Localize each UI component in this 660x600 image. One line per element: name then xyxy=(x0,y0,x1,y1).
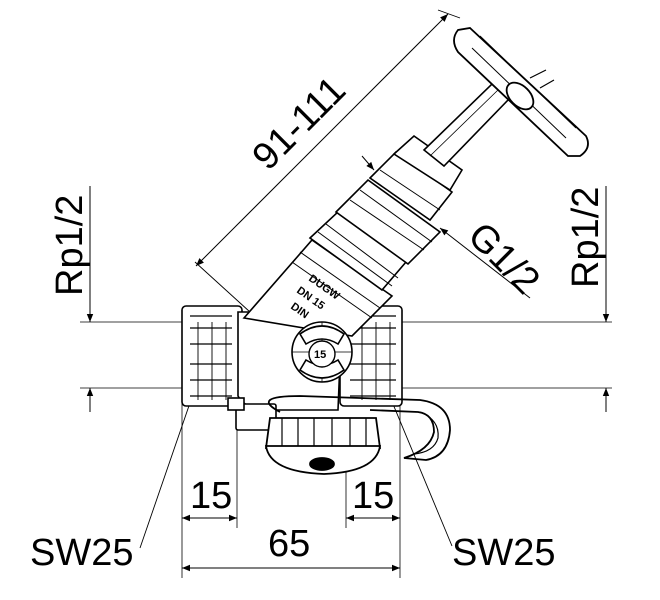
pipe-extension-lines xyxy=(80,321,612,389)
left-thread-label: Rp1/2 xyxy=(49,195,91,296)
right-depth-label: 15 xyxy=(352,475,394,517)
bottom-dimensions: 15 15 65 xyxy=(181,400,401,578)
right-thread-dimension: Rp1/2 xyxy=(565,186,610,412)
right-thread-label: Rp1/2 xyxy=(565,187,607,288)
drain-cap xyxy=(264,395,451,475)
wrench-size-labels: SW25 SW25 xyxy=(30,367,555,574)
handwheel xyxy=(453,27,589,157)
drain-knob xyxy=(291,321,353,383)
left-thread-dimension: Rp1/2 xyxy=(49,186,94,412)
valve-neck xyxy=(242,134,464,337)
left-wrench-label: SW25 xyxy=(30,532,133,574)
overall-length-label: 65 xyxy=(268,523,310,565)
cap-number-marking: 15 xyxy=(314,349,326,361)
left-depth-label: 15 xyxy=(190,475,232,517)
valve-stem xyxy=(422,82,512,168)
right-wrench-label: SW25 xyxy=(452,532,555,574)
gland-thread-label: G1/2 xyxy=(460,215,548,303)
